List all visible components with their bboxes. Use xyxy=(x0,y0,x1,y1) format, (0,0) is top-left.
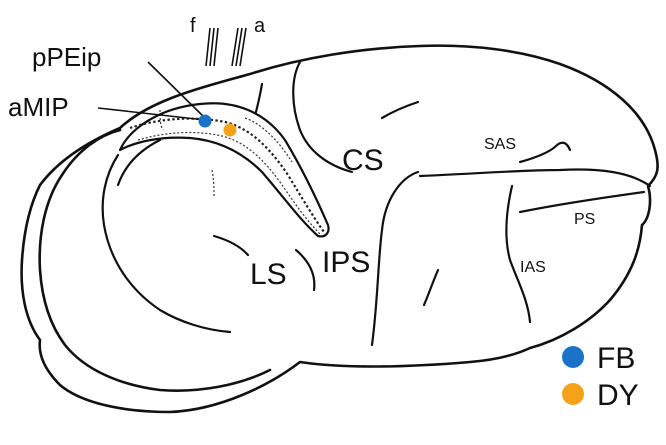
frontal-boundary xyxy=(420,170,650,186)
legend: FB DY xyxy=(562,342,639,412)
ips-dots-inner xyxy=(212,170,214,198)
small-sulcus-top xyxy=(256,84,262,112)
label-cs: CS xyxy=(342,144,384,177)
legend-swatch-fb xyxy=(562,346,584,368)
lateral-sulcus-mid xyxy=(296,250,314,290)
temporal-pole xyxy=(40,130,270,391)
label-ls: LS xyxy=(250,258,287,291)
legend-label-fb: FB xyxy=(597,342,635,375)
label-a: a xyxy=(254,15,266,37)
arcuate-sulcus xyxy=(506,186,530,322)
legend-label-dy: DY xyxy=(597,379,639,412)
sas-sulcus xyxy=(520,143,570,162)
electrode-tracks xyxy=(206,28,246,66)
lateral-sulcus-lower xyxy=(424,270,438,305)
central-sulcus xyxy=(372,172,418,345)
label-ias: IAS xyxy=(520,259,546,276)
injection-site-fb xyxy=(199,115,212,128)
lateral-sulcus-top xyxy=(214,236,248,255)
label-ppeip: pPEip xyxy=(32,42,101,72)
label-f: f xyxy=(190,15,196,37)
label-sas: SAS xyxy=(484,136,516,153)
small-sulcus-cs xyxy=(382,102,418,118)
principal-sulcus xyxy=(520,192,644,212)
legend-swatch-dy xyxy=(562,383,584,405)
label-amip: aMIP xyxy=(8,92,69,122)
label-ips: IPS xyxy=(322,246,370,279)
injection-site-dy xyxy=(224,124,237,137)
temporal-inner-fold xyxy=(103,155,230,332)
label-ps: PS xyxy=(574,211,595,228)
